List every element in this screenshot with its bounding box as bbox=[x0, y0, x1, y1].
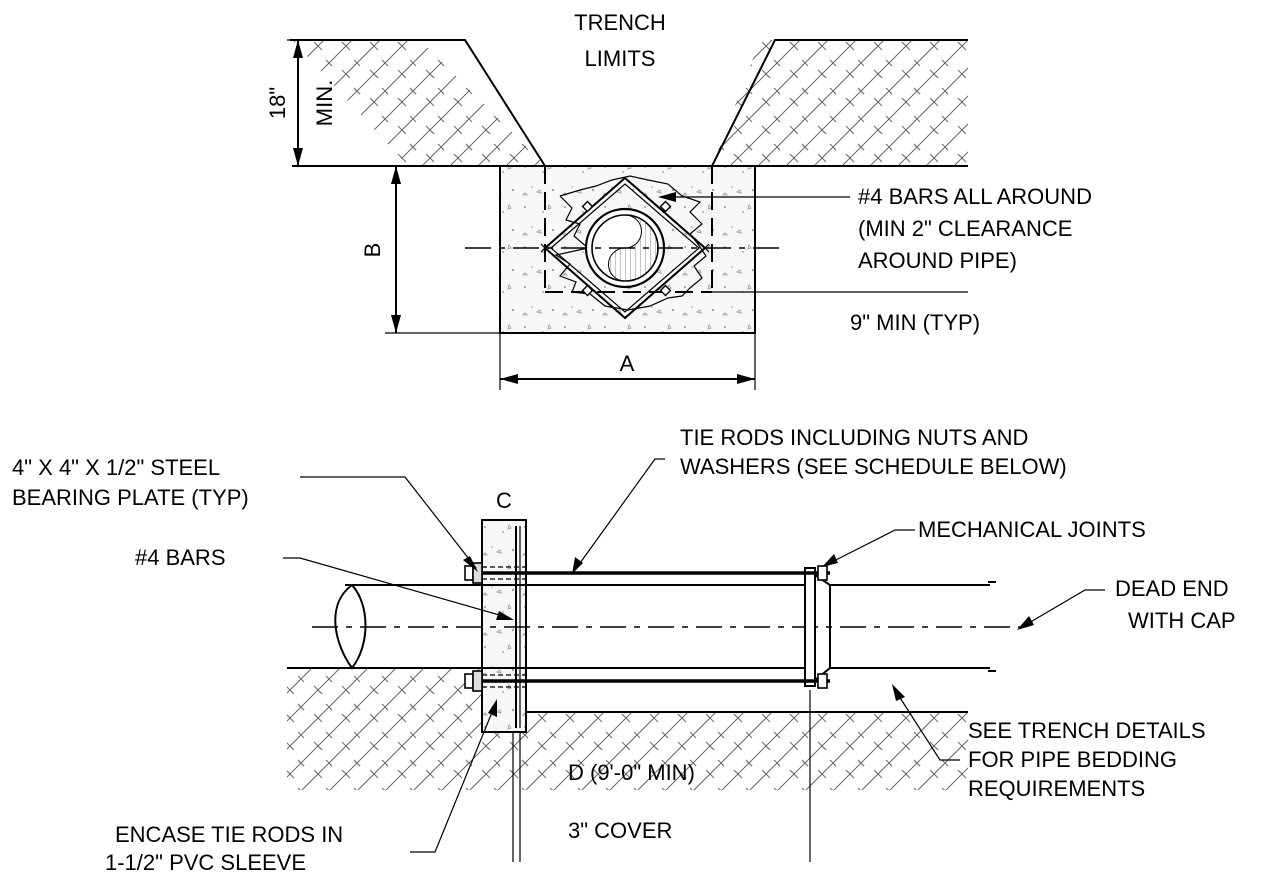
dead-end-leader bbox=[1021, 589, 1105, 628]
ground-line-left bbox=[290, 39, 546, 167]
dim-18-label: 18" bbox=[265, 87, 290, 119]
trench-details-leader bbox=[894, 689, 960, 761]
tie-rods-leader bbox=[574, 458, 665, 571]
encase-label-1: ENCASE TIE RODS IN bbox=[115, 822, 343, 847]
trench-details-label-3: REQUIREMENTS bbox=[968, 776, 1145, 801]
bars-4-label: #4 BARS bbox=[135, 545, 226, 570]
mech-joint-leader bbox=[825, 529, 915, 566]
dead-end-label-2: WITH CAP bbox=[1128, 608, 1236, 633]
plate-leader bbox=[300, 476, 477, 569]
bearing-plate-bottom bbox=[472, 670, 483, 692]
elevation-view bbox=[283, 458, 1105, 862]
rebar-dots bbox=[581, 200, 672, 297]
dim-min-label: MIN. bbox=[312, 80, 337, 126]
cross-section-view: 18" MIN. B A bbox=[265, 39, 968, 390]
dim-c-label: C bbox=[496, 488, 512, 513]
dead-end-label-1: DEAD END bbox=[1115, 576, 1229, 601]
nine-min-label: 9" MIN (TYP) bbox=[850, 310, 980, 335]
soil-hatch-bottom bbox=[287, 668, 968, 790]
dim-a-label: A bbox=[620, 351, 635, 376]
soil-hatch-right bbox=[712, 40, 968, 166]
cover-label: 3" COVER bbox=[568, 818, 672, 843]
bars-note-line-3: AROUND PIPE) bbox=[858, 248, 1017, 273]
pipe-break-symbol bbox=[334, 584, 367, 670]
tie-rods-label-2: WASHERS (SEE SCHEDULE BELOW) bbox=[680, 454, 1067, 479]
ground-line-right bbox=[711, 39, 968, 167]
bars-note-line-1: #4 BARS ALL AROUND bbox=[858, 184, 1092, 209]
plate-label-1: 4" X 4" X 1/2" STEEL bbox=[12, 455, 220, 480]
trench-limits-label-1: TRENCH bbox=[574, 10, 666, 35]
nut-bottom-left bbox=[464, 673, 474, 689]
nut-top-left bbox=[464, 565, 474, 581]
tie-rods-label-1: TIE RODS INCLUDING NUTS AND bbox=[680, 425, 1028, 450]
dim-b-label: B bbox=[360, 243, 385, 258]
nut-top-right bbox=[817, 565, 828, 581]
encase-leader bbox=[410, 704, 496, 853]
bearing-plate-top bbox=[472, 562, 483, 584]
trench-limits-label-2: LIMITS bbox=[585, 46, 656, 71]
encase-label-2: 1-1/2" PVC SLEEVE bbox=[105, 850, 306, 875]
dim-d-label: D (9'-0" MIN) bbox=[568, 760, 695, 785]
nut-bottom-right bbox=[817, 673, 828, 689]
mechanical-joint-flange bbox=[804, 567, 816, 687]
bars-4-leader bbox=[283, 557, 511, 619]
trench-details-label-2: FOR PIPE BEDDING bbox=[968, 747, 1177, 772]
plate-label-2: BEARING PLATE (TYP) bbox=[12, 485, 249, 510]
thrust-block-elevation bbox=[481, 519, 527, 733]
mech-joints-label: MECHANICAL JOINTS bbox=[918, 517, 1146, 542]
trench-details-label-1: SEE TRENCH DETAILS bbox=[968, 718, 1206, 743]
bars-note-line-2: (MIN 2" CLEARANCE bbox=[858, 216, 1072, 241]
soil-hatch-left bbox=[292, 40, 545, 166]
rebar-diamond-outer bbox=[543, 176, 707, 320]
rebar-diamond-inner bbox=[550, 183, 700, 313]
